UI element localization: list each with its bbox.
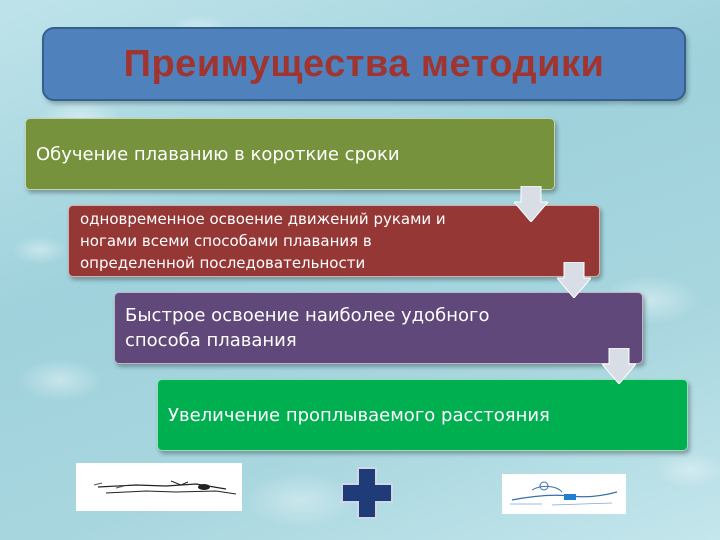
step-1-text: Обучение плаванию в короткие сроки bbox=[36, 143, 400, 165]
down-arrow-icon bbox=[557, 262, 591, 298]
step-4-text: Увеличение проплываемого расстояния bbox=[168, 404, 550, 426]
title-banner: Преимущества методики bbox=[42, 27, 686, 101]
swimmer-drawing-image bbox=[502, 474, 626, 514]
down-arrow-icon bbox=[602, 348, 636, 384]
plus-icon bbox=[341, 467, 393, 519]
step-2-line-3: определенной последовательности bbox=[80, 254, 366, 272]
swimmer-sketch-image bbox=[76, 463, 242, 511]
down-arrow-icon bbox=[514, 186, 548, 222]
step-box-2: одновременное освоение движений руками и… bbox=[68, 205, 600, 277]
step-2-line-1: одновременное освоение движений руками и bbox=[80, 210, 446, 228]
slide-title: Преимущества методики bbox=[123, 42, 605, 85]
step-3-line-1: Быстрое освоение наиболее удобного bbox=[125, 305, 490, 326]
step-3-line-2: способа плавания bbox=[125, 330, 297, 351]
step-2-line-2: ногами всеми способами плавания в bbox=[80, 232, 372, 250]
step-box-1: Обучение плаванию в короткие сроки bbox=[25, 118, 555, 190]
step-box-3: Быстрое освоение наиболее удобного спосо… bbox=[114, 292, 643, 364]
step-box-4: Увеличение проплываемого расстояния bbox=[157, 379, 688, 451]
